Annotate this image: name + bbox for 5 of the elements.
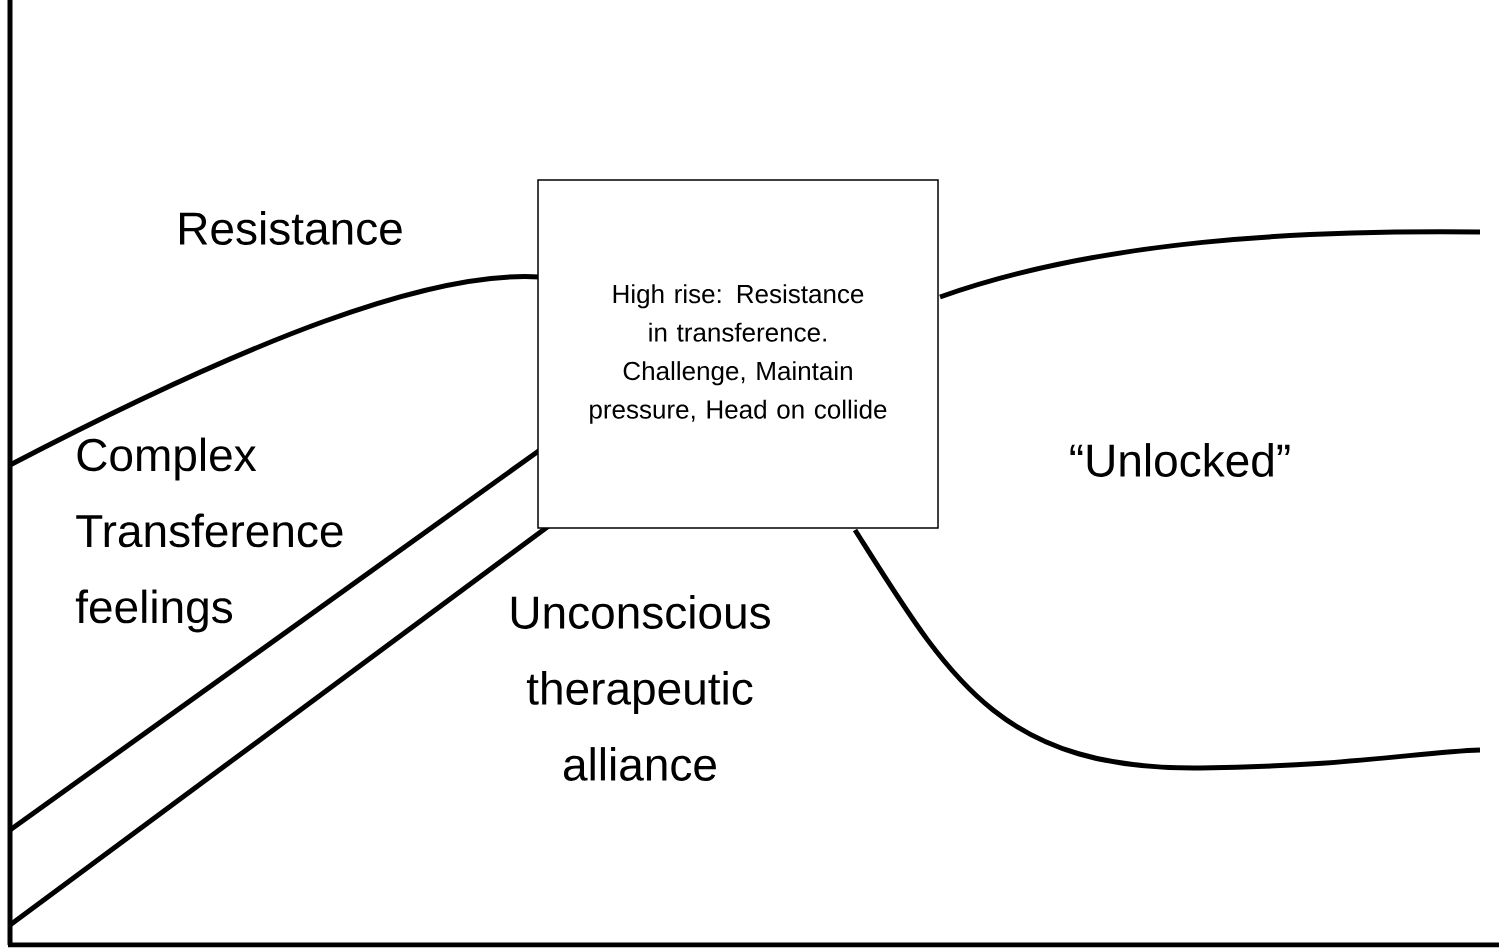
- text-box: High rise: Resistance in transference. Challenge, Maintain pressure, Head on collide: [537, 179, 939, 529]
- label-text: Unconscious therapeutic alliance: [511, 595, 770, 781]
- label-text: Complex Transference feelings: [75, 437, 343, 633]
- label-text: Resistance: [180, 211, 402, 245]
- label-text: “Unlocked”: [1070, 443, 1290, 477]
